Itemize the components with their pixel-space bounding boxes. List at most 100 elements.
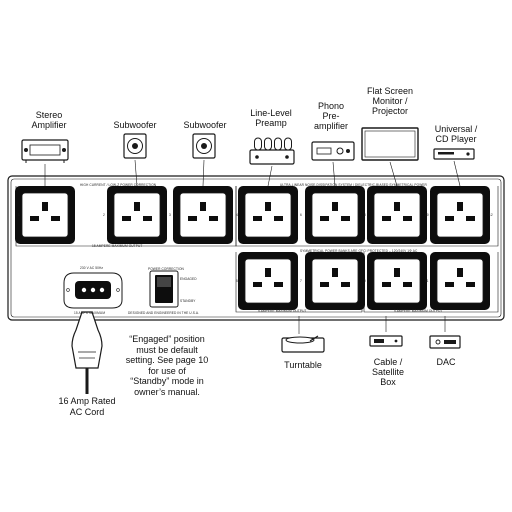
high-current-title: HIGH CURRENT / LOW-Z POWER CORRECTION	[80, 183, 157, 187]
engaged-position-note: “Engaged” position must be default setti…	[125, 334, 209, 397]
outlet-2	[107, 186, 167, 244]
monitor-screen	[364, 130, 416, 158]
symmetrical-subtitle: SYMMETRICAL POWER BANKS ARE GFCI PROTECT…	[300, 249, 418, 253]
screw	[375, 260, 379, 264]
neutral-slot	[341, 282, 350, 287]
line-phono	[332, 161, 336, 187]
outlet-number-2: 2	[103, 213, 105, 217]
screw	[353, 298, 357, 302]
phono-led	[346, 149, 350, 153]
outlet-number-9: 9	[364, 279, 366, 283]
tube	[274, 137, 282, 151]
sub-cone	[196, 138, 212, 154]
screw	[246, 260, 250, 264]
live-slot	[320, 216, 329, 221]
live-slot	[122, 216, 131, 221]
label-universal-cd: Universal / CD Player	[434, 124, 478, 144]
bank-a-max: 5 AMPERE MAXIMUM OUTPUT	[258, 309, 307, 313]
live-slot	[445, 282, 454, 287]
phono-preamp-icon	[311, 141, 355, 161]
preamp-body	[249, 149, 295, 165]
socket-face	[311, 258, 359, 304]
label-dac: DAC	[436, 357, 456, 367]
amplifier-icon	[21, 139, 69, 163]
preamp-knob	[255, 155, 259, 159]
neutral-slot	[466, 216, 475, 221]
sub-cone	[127, 138, 143, 154]
line-player	[453, 160, 461, 187]
screw	[155, 232, 159, 236]
connector-lines	[44, 159, 461, 334]
screw	[246, 194, 250, 198]
neutral-slot	[341, 216, 350, 221]
tt-arm	[309, 335, 319, 342]
inlet-rating: 230 V AC 50Hz	[80, 266, 104, 270]
screw	[415, 232, 419, 236]
outlet-number-7: 7	[300, 279, 302, 283]
phono-knob	[336, 147, 344, 155]
live-slot	[253, 216, 262, 221]
inlet-pin	[90, 287, 96, 293]
inlet-screw	[66, 288, 70, 292]
sub-cap	[201, 143, 207, 149]
socket-face	[436, 192, 484, 238]
label-turntable: Turntable	[284, 360, 322, 370]
outlet-11	[430, 252, 490, 310]
dac-icon	[429, 335, 461, 349]
outlet-9	[305, 252, 365, 310]
outlet-number-3: 3	[169, 213, 171, 217]
tube-preamp-icon	[249, 137, 295, 165]
socket-face	[244, 258, 292, 304]
outlet-3	[173, 186, 233, 244]
screw	[415, 298, 419, 302]
earth-slot	[332, 202, 338, 211]
subwoofer-icon-2	[192, 133, 216, 159]
disc-player-icon	[433, 148, 475, 160]
earth-slot	[332, 268, 338, 277]
screw	[313, 194, 317, 198]
screw	[181, 194, 185, 198]
outlet-number-10: 10	[425, 213, 429, 217]
switch-engaged-half	[157, 277, 171, 287]
screw	[438, 194, 442, 198]
subwoofer-icon-1	[123, 133, 147, 159]
socket-face	[179, 192, 227, 238]
inlet-max: 15 AMPS MAXIMUM	[74, 311, 106, 315]
ultra-linear-title: ULTRA-LINEAR NOISE-DISSIPATION SYSTEM / …	[280, 183, 427, 187]
screw	[375, 194, 379, 198]
live-slot	[253, 282, 262, 287]
amp-knob	[62, 148, 66, 152]
screw	[221, 232, 225, 236]
outlet-10	[367, 252, 427, 310]
outlet-8	[238, 252, 298, 310]
outlet-7	[430, 186, 490, 244]
outlet-6	[367, 186, 427, 244]
amp-display	[29, 144, 61, 156]
outlet-number-1: 1	[18, 213, 20, 217]
line-monitor	[389, 161, 398, 187]
label-subwoofer-2: Subwoofer	[183, 120, 227, 130]
neutral-slot	[403, 282, 412, 287]
iec-inlet	[63, 272, 123, 309]
outlet-number-5: 5	[236, 279, 238, 283]
socket-face	[21, 192, 69, 238]
screw	[115, 194, 119, 198]
neutral-slot	[209, 216, 218, 221]
live-slot	[382, 282, 391, 287]
neutral-slot	[403, 216, 412, 221]
label-subwoofer-1: Subwoofer	[113, 120, 157, 130]
neutral-slot	[274, 216, 283, 221]
dac-display	[444, 340, 456, 344]
tube	[284, 137, 292, 151]
outlet-number-4: 4	[236, 213, 238, 217]
inlet-outline	[63, 272, 123, 309]
player-button	[466, 152, 470, 156]
neutral-slot	[466, 282, 475, 287]
amp-knob	[24, 148, 28, 152]
box-display	[374, 339, 384, 343]
screw	[286, 298, 290, 302]
label-stereo-amplifier: Stereo Amplifier	[31, 110, 67, 130]
earth-slot	[457, 268, 463, 277]
